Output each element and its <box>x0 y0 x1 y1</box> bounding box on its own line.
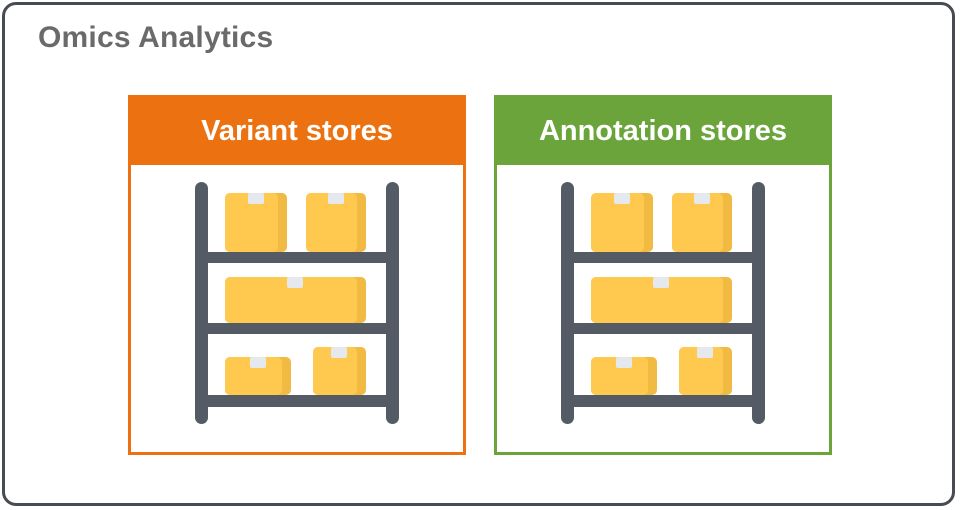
storage-shelf-icon <box>561 182 765 424</box>
variant-stores-card: Variant stores <box>128 95 466 455</box>
storage-shelf-icon <box>195 182 399 424</box>
store-cards-row: Variant stores <box>128 95 832 455</box>
annotation-stores-body <box>497 165 829 452</box>
annotation-stores-header: Annotation stores <box>497 98 829 165</box>
variant-stores-body <box>131 165 463 452</box>
annotation-stores-card: Annotation stores <box>494 95 832 455</box>
variant-stores-header: Variant stores <box>131 98 463 165</box>
page-title: Omics Analytics <box>38 21 274 54</box>
